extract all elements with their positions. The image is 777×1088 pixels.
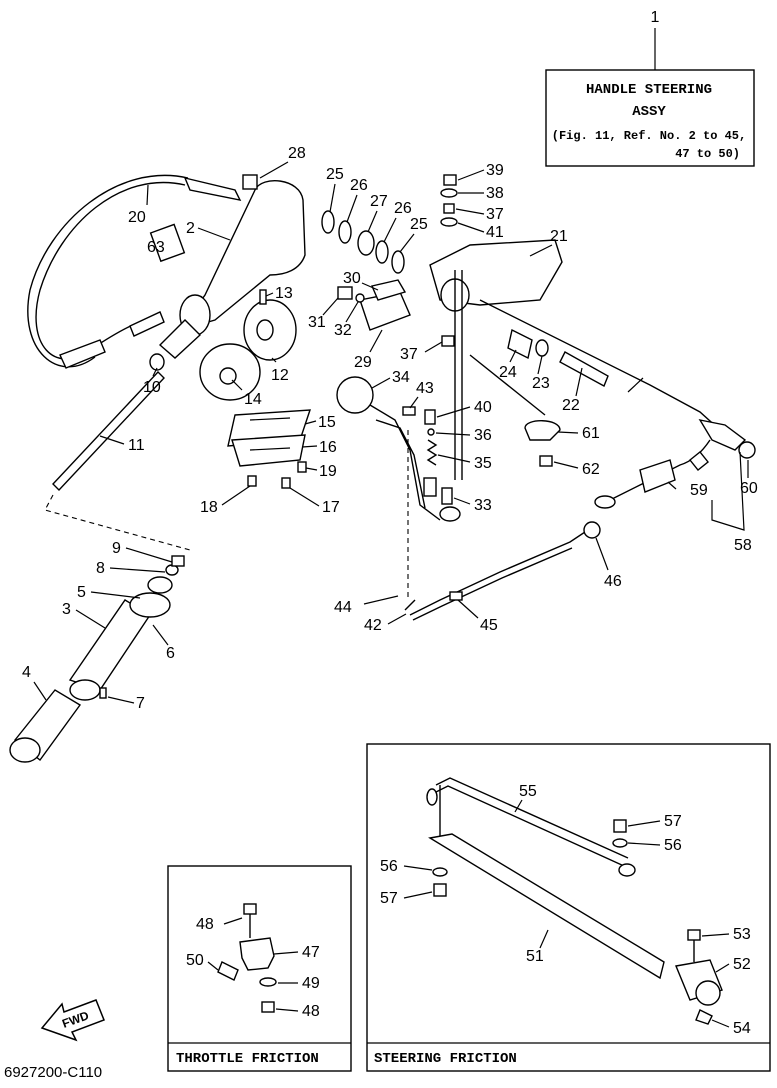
callout-23: 23	[532, 375, 550, 392]
callout-22: 22	[562, 397, 580, 414]
bracket-plate-parts	[227, 409, 311, 489]
callout-40: 40	[474, 399, 492, 416]
callout-59: 59	[690, 482, 708, 499]
callout-56b: 56	[380, 858, 398, 875]
main-callouts: 28 20 2 63 25 26 27 26 25 13 30 31 32 29…	[22, 145, 758, 712]
handle-body-part	[149, 174, 306, 359]
throttle-lever-part	[336, 376, 461, 522]
callout-57b: 57	[380, 890, 398, 907]
assy-reference-box: 1 HANDLE STEERING ASSY (Fig. 11, Ref. No…	[545, 9, 755, 167]
callout-12: 12	[271, 367, 289, 384]
callout-4: 4	[22, 664, 31, 681]
callout-17: 17	[322, 499, 340, 516]
callout-55: 55	[519, 783, 537, 800]
callout-1: 1	[651, 9, 660, 26]
callout-36: 36	[474, 427, 492, 444]
shift-cable-part	[469, 299, 756, 509]
callout-53: 53	[733, 926, 751, 943]
callout-41: 41	[486, 224, 504, 241]
callout-57a: 57	[664, 813, 682, 830]
steering-friction-title: STEERING FRICTION	[374, 1051, 517, 1067]
fwd-arrow-icon: FWD	[40, 999, 105, 1042]
callout-6: 6	[166, 645, 175, 662]
steering-friction-box: 55 57 56 56 57 51 53 52 54 STEERING FRIC…	[366, 743, 771, 1072]
throttle-cable-part	[404, 430, 601, 621]
callout-32: 32	[334, 322, 352, 339]
callout-29: 29	[354, 354, 372, 371]
callout-5: 5	[77, 584, 86, 601]
callout-3: 3	[62, 601, 71, 618]
steering-bracket-part	[337, 174, 563, 480]
callout-52: 52	[733, 956, 751, 973]
callout-21: 21	[550, 228, 568, 245]
callout-50: 50	[186, 952, 204, 969]
throttle-friction-box: 48 47 50 49 48 THROTTLE FRICTION	[167, 865, 352, 1072]
callout-7: 7	[136, 695, 145, 712]
callout-8: 8	[96, 560, 105, 577]
callout-30: 30	[343, 270, 361, 287]
callout-62: 62	[582, 461, 600, 478]
callout-31: 31	[308, 314, 326, 331]
diagram-code: 6927200-C110	[4, 1064, 102, 1081]
callout-2: 2	[186, 220, 195, 237]
callout-24: 24	[499, 364, 517, 381]
callout-14: 14	[244, 391, 262, 408]
callout-26b: 26	[394, 200, 412, 217]
washer-stack-parts	[321, 210, 405, 274]
gear-part	[243, 289, 297, 361]
callout-44: 44	[334, 599, 352, 616]
callout-27: 27	[370, 193, 388, 210]
assy-box-line2: ASSY	[632, 104, 666, 120]
callout-39: 39	[486, 162, 504, 179]
callout-33: 33	[474, 497, 492, 514]
callout-28: 28	[288, 145, 306, 162]
callout-60: 60	[740, 480, 758, 497]
callout-13: 13	[275, 285, 293, 302]
callout-58: 58	[734, 537, 752, 554]
assy-box-line4: 47 to 50)	[675, 147, 740, 161]
callout-18: 18	[200, 499, 218, 516]
callout-25b: 25	[410, 216, 428, 233]
callout-16: 16	[319, 439, 337, 456]
callout-25a: 25	[326, 166, 344, 183]
callout-38: 38	[486, 185, 504, 202]
callout-42: 42	[364, 617, 382, 634]
callout-26a: 26	[350, 177, 368, 194]
callout-37a: 37	[486, 206, 504, 223]
callout-63: 63	[147, 239, 165, 256]
callout-34: 34	[392, 369, 410, 386]
callout-35: 35	[474, 455, 492, 472]
callout-9: 9	[112, 540, 121, 557]
callout-15: 15	[318, 414, 336, 431]
callout-45: 45	[480, 617, 498, 634]
callout-51: 51	[526, 948, 544, 965]
callout-61: 61	[582, 425, 600, 442]
callout-48a: 48	[196, 916, 214, 933]
callout-11: 11	[128, 437, 145, 454]
callout-19: 19	[319, 463, 337, 480]
callout-37b: 37	[400, 346, 418, 363]
callout-54: 54	[733, 1020, 751, 1037]
callout-43: 43	[416, 380, 434, 397]
assy-box-line1: HANDLE STEERING	[586, 82, 712, 98]
callout-10: 10	[143, 379, 161, 396]
grip-parts	[9, 555, 185, 763]
callout-20: 20	[128, 209, 146, 226]
shaft-part	[52, 353, 165, 492]
callout-49: 49	[302, 975, 320, 992]
callout-47: 47	[302, 944, 320, 961]
callout-56a: 56	[664, 837, 682, 854]
assy-box-line3: (Fig. 11, Ref. No. 2 to 45,	[552, 129, 746, 143]
control-cable-part	[27, 174, 242, 369]
callout-46: 46	[604, 573, 622, 590]
throttle-friction-title: THROTTLE FRICTION	[176, 1051, 319, 1067]
callout-48b: 48	[302, 1003, 320, 1020]
